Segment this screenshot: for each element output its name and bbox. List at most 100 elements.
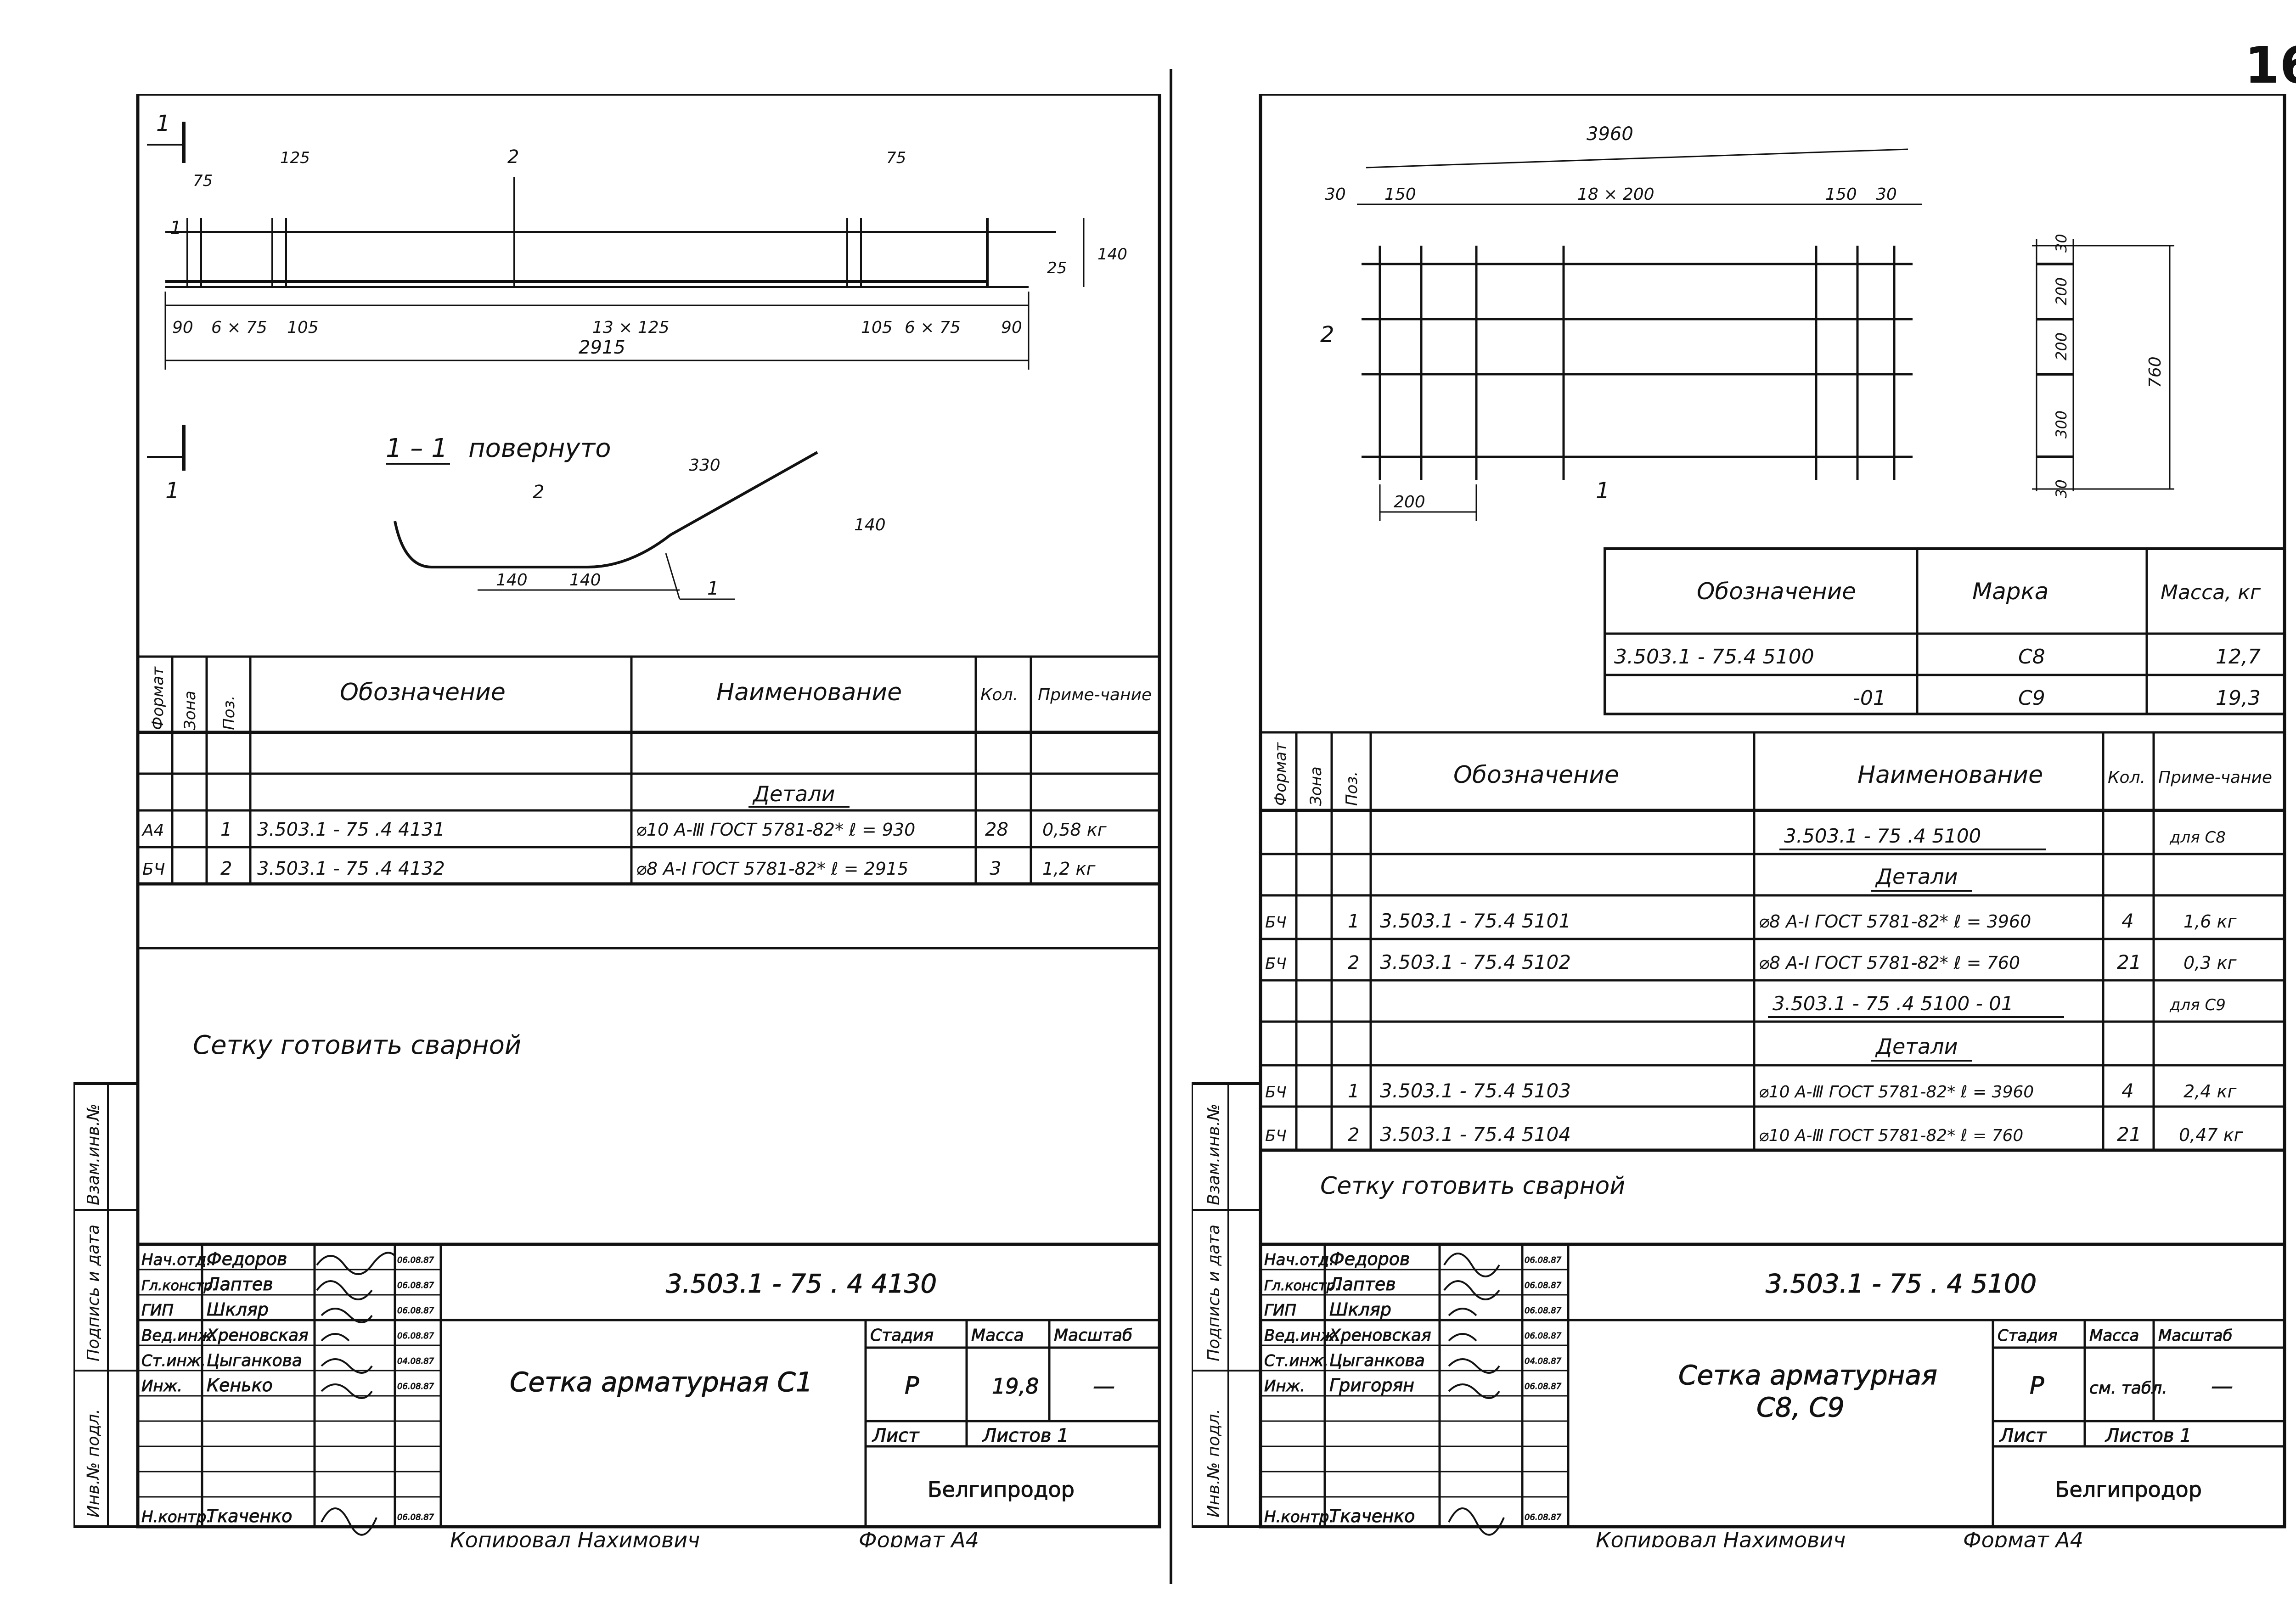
tb-role-1: Гл.констр. [141,1278,217,1294]
label-pos-1-top: 1 [170,218,181,239]
r-row3-format: БЧ [1265,955,1287,973]
dim-150-right: 150 [1825,185,1857,204]
dim-105-right: 105 [861,318,893,337]
r-row6-note: 2,4 кг [2183,1081,2237,1102]
section-details: Детали [752,781,835,806]
variants-table: Обозначение Марка Масса, кг 3.503.1 - 75… [1604,547,2286,715]
tb-scale-label: Масштаб [1054,1326,1132,1345]
tb-code: 3.503.1 - 75 . 4 4130 [666,1269,937,1299]
var-hdr-mass: Масса, кг [2161,581,2261,604]
r-row4-name: 3.503.1 - 75 .4 5100 - 01 [1773,992,2014,1015]
r-tb-role-5: Инж. [1264,1377,1305,1395]
r-row7-designation: 3.503.1 - 75.4 5104 [1380,1123,1571,1146]
side-label-swap: Взам.инв.№ [84,1103,103,1205]
r-tb-normcontrol-name: Ткаченко [1329,1506,1415,1526]
r-row6-qty: 4 [2122,1079,2134,1102]
tb-org: Белгипродор [928,1477,1075,1502]
r-row7-name: ⌀10 А-Ⅲ ГОСТ 5781-82* ℓ = 760 [1759,1126,2023,1145]
r-tb-role-2: ГИП [1264,1301,1296,1320]
hdr-name: Наименование [716,679,902,706]
r-hdr-pos: Поз. [1343,771,1361,806]
r-side-label-swap: Взам.инв.№ [1204,1103,1223,1205]
dim-90-right: 90 [1001,318,1022,337]
tb-mass-label: Масса [971,1326,1024,1345]
r-tb-date-3: 06.08.87 [1525,1331,1562,1341]
r-tb-name-5: Григорян [1329,1375,1414,1395]
var-row1-mark: С8 [2018,645,2045,669]
dim-140-top: 140 [1097,245,1127,264]
row2-format: БЧ [142,860,165,879]
r-row6-designation: 3.503.1 - 75.4 5103 [1380,1079,1571,1102]
tb-role-3: Вед.инж. [141,1327,217,1345]
plan-pos-1: 1 [1596,478,1610,504]
tb-role-5: Инж. [141,1377,182,1395]
side-label-sign: Подпись и дата [84,1225,103,1361]
section-mark-top: 1 [156,111,170,136]
left-title-block [138,1242,1159,1536]
r-tb-date-2: 06.08.87 [1525,1306,1562,1315]
section-mark-bottom: 1 [165,478,180,504]
tb-stage-label: Стадия [870,1326,934,1345]
r-row2-designation: 3.503.1 - 75.4 5101 [1380,910,1571,932]
r-tb-title2: С8, С9 [1756,1392,1845,1423]
r-row3-qty: 21 [2117,951,2141,973]
tb-date-2: 06.08.87 [397,1306,434,1315]
footer-copied: Копировал Нахимович [450,1528,700,1547]
tb-title: Сетка арматурная С1 [510,1366,813,1398]
row2-qty: 3 [990,858,1001,879]
dim-side-300: 300 [2053,410,2070,438]
page-number: 16 [2245,36,2296,95]
dim-25: 25 [1047,259,1067,277]
left-sheet: Инв.№ подл. Подпись и дата Взам.инв.№ 1 … [73,94,1161,1547]
tb-name-2: Шкляр [207,1299,269,1320]
tb-scale: — [1093,1373,1115,1399]
dim-125-top: 125 [280,149,310,167]
dim-30-left: 30 [1325,185,1346,204]
r-row7-pos: 2 [1348,1124,1359,1146]
r-row7-format: БЧ [1265,1127,1287,1145]
r-tb-name-2: Шкляр [1329,1299,1391,1320]
r-row0-note: для С8 [2169,828,2226,847]
r-footer-format: Формат А4 [1963,1528,2083,1547]
row1-designation: 3.503.1 - 75 .4 4131 [257,819,445,840]
plan-pos-2: 2 [1320,322,1334,348]
dim-6x75-left: 6 × 75 [211,318,267,337]
r-tb-name-4: Цыганкова [1329,1351,1425,1370]
hdr-zone: Зона [181,691,199,730]
r-row6-format: БЧ [1265,1083,1287,1102]
r-row0-name: 3.503.1 - 75 .4 5100 [1784,825,1981,847]
r-tb-scale-label: Масштаб [2158,1327,2233,1345]
hdr-designation: Обозначение [340,679,506,706]
tb-name-5: Кенько [207,1375,273,1395]
row2-designation: 3.503.1 - 75 .4 4132 [257,858,445,879]
tb-sheet-label: Лист [872,1425,920,1446]
row1-pos: 1 [220,819,232,840]
r-row2-pos: 1 [1348,911,1359,932]
dim-760: 760 [2146,356,2165,388]
r-row2-note: 1,6 кг [2183,911,2237,932]
r-tb-date-4: 04.08.87 [1525,1356,1562,1366]
dim-105-left: 105 [287,318,319,337]
dim-200-bottom: 200 [1394,493,1425,512]
tb-name-4: Цыганкова [207,1351,302,1370]
r-row3-pos: 2 [1348,952,1359,973]
hdr-note: Приме-чание [1038,686,1152,704]
dim-13x125: 13 × 125 [592,318,670,337]
r-tb-role-3: Вед.инж. [1264,1327,1339,1345]
dim-6x75-right: 6 × 75 [905,318,961,337]
section-title: 1 – 1 [386,433,448,463]
tb-name-1: Лаптев [206,1274,273,1294]
tb-date-5: 06.08.87 [397,1382,434,1391]
r-row3-note: 0,3 кг [2183,953,2237,973]
r-row6-pos: 1 [1348,1081,1359,1102]
dim-330: 330 [689,456,720,475]
note-welded: Сетку готовить сварной [193,1030,521,1060]
r-tb-role-1: Гл.констр. [1264,1278,1339,1294]
dim-90-left: 90 [172,318,193,337]
left-spec-table: Формат Зона Поз. Обозначение Наименовани… [138,655,1159,950]
dim-30-right: 30 [1876,185,1897,204]
tb-name-3: Хреновская [206,1326,309,1345]
dim-150-left: 150 [1384,185,1416,204]
r-tb-mass-label: Масса [2089,1327,2139,1345]
tb-stage: Р [905,1372,919,1400]
